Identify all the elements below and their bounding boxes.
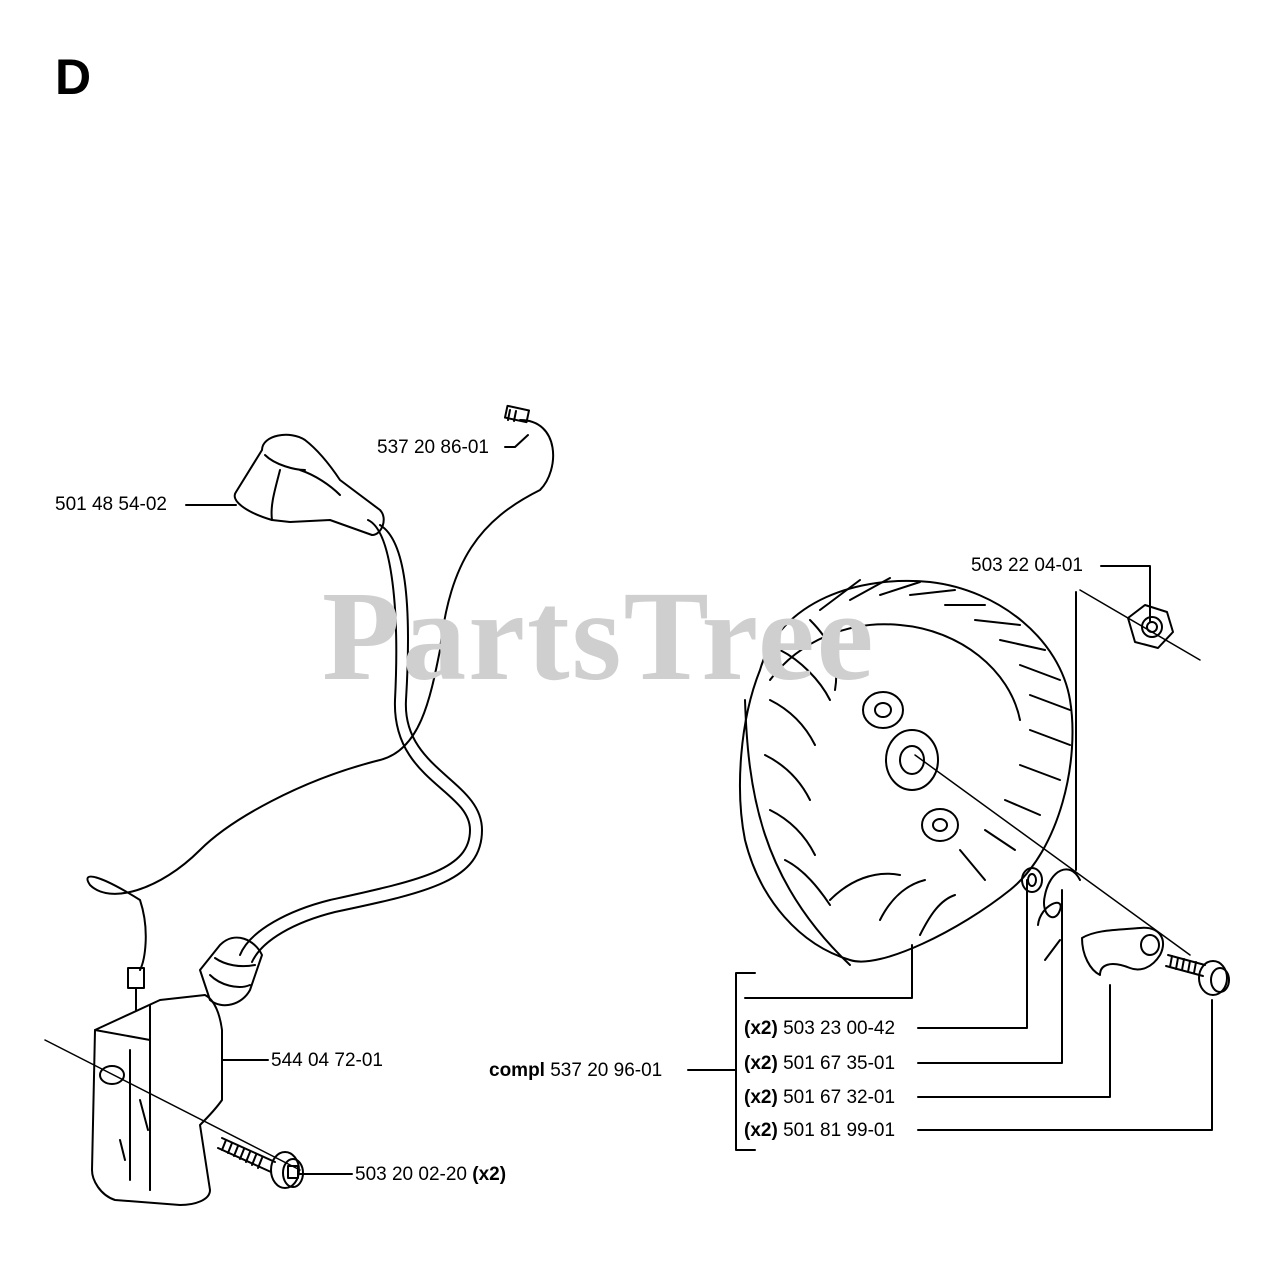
part-label-ignition-module[interactable]: 544 04 72-01: [271, 1051, 383, 1070]
section-letter: D: [55, 49, 92, 105]
part-label-flywheel-nut[interactable]: 503 22 04-01: [971, 556, 1083, 575]
flywheel-nut: [1127, 604, 1174, 649]
cable-terminal-connector: [503, 404, 531, 424]
part-label-pawl-screw[interactable]: (x2) 501 81 99-01: [744, 1121, 895, 1140]
part-qty: (x2): [744, 1120, 778, 1141]
bracket-compl: [735, 972, 756, 1151]
part-label-module-screw[interactable]: 503 20 02-20 (x2): [355, 1165, 506, 1184]
ht-cable-inner: [251, 524, 483, 963]
watermark: PartsTree: [322, 565, 876, 707]
washer-hole: [1027, 873, 1037, 887]
module-screw: [217, 1137, 304, 1189]
leader-washer: [917, 879, 1028, 1029]
part-number: 503 20 02-20: [355, 1164, 467, 1185]
part-label-cable-terminal[interactable]: 537 20 86-01: [377, 438, 489, 457]
washer-shape: [1021, 867, 1043, 893]
ht-cable: [239, 519, 471, 956]
pawl-shape: [1081, 926, 1165, 976]
module-axis: [44, 1039, 301, 1171]
part-number: 501 48 54-02: [55, 494, 167, 515]
leader-flywheel: [744, 944, 913, 999]
part-qty: (x2): [744, 1087, 778, 1108]
part-qty: (x2): [744, 1053, 778, 1074]
leader-pawl-screw: [917, 999, 1213, 1131]
stop-wire: [86, 419, 554, 971]
pawl-screw: [1165, 954, 1230, 996]
part-number: 544 04 72-01: [271, 1050, 383, 1071]
part-label-flywheel-compl[interactable]: compl 537 20 96-01: [489, 1061, 662, 1080]
part-number: 501 67 32-01: [783, 1087, 896, 1108]
leader-cable-terminal: [504, 434, 529, 448]
part-number: 503 23 00-42: [783, 1018, 896, 1039]
leader-flywheel-nut: [1100, 565, 1151, 623]
nut-axis: [1079, 589, 1201, 661]
leader-spring: [917, 889, 1063, 1064]
part-label-spring[interactable]: (x2) 501 67 35-01: [744, 1054, 895, 1073]
part-qty: (x2): [744, 1018, 778, 1039]
part-label-washer[interactable]: (x2) 503 23 00-42: [744, 1019, 895, 1038]
ignition-module-shape: [91, 936, 263, 1206]
crank-axis: [914, 754, 1191, 956]
part-label-pawl[interactable]: (x2) 501 67 32-01: [744, 1088, 895, 1107]
part-number: 503 22 04-01: [971, 555, 1083, 576]
part-prefix: compl: [489, 1060, 545, 1081]
spark-plug-cap: [233, 433, 385, 536]
part-number: 537 20 86-01: [377, 437, 489, 458]
flywheel-shape: [739, 577, 1074, 966]
part-qty: (x2): [472, 1164, 507, 1185]
spring-shape: [1037, 868, 1081, 961]
leader-pawl: [917, 984, 1111, 1098]
part-number: 501 81 99-01: [783, 1120, 896, 1141]
part-label-plug-cap[interactable]: 501 48 54-02: [55, 495, 167, 514]
part-number: 537 20 96-01: [550, 1060, 663, 1081]
part-number: 501 67 35-01: [783, 1053, 896, 1074]
